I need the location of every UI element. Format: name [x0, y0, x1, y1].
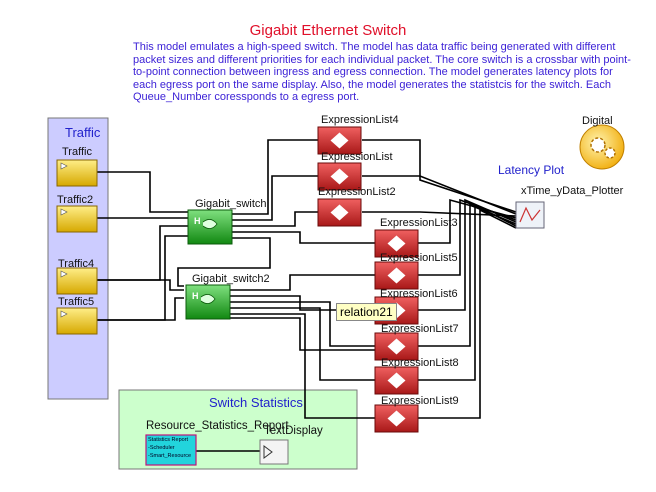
traffic-source-block[interactable] — [56, 205, 98, 233]
report-line: -Smart_Resource — [148, 453, 192, 459]
digital-director-icon[interactable] — [579, 124, 625, 170]
expression-list-label: ExpressionList2 — [318, 186, 396, 198]
plotter-block[interactable] — [515, 201, 545, 229]
svg-text:H: H — [194, 216, 201, 226]
relation-tooltip: relation21 — [336, 303, 397, 321]
display-label: TextDisplay — [264, 425, 323, 437]
expression-list-block[interactable] — [317, 126, 362, 155]
report-line: Statistics Report — [148, 437, 189, 443]
plotter-label: xTime_yData_Plotter — [521, 185, 624, 197]
expression-list-block[interactable] — [374, 261, 419, 290]
report-block[interactable] — [145, 434, 197, 466]
description-text: This model emulates a high-speed switch.… — [133, 41, 631, 103]
expression-list-block[interactable] — [317, 198, 362, 227]
latency-plot-label: Latency Plot — [498, 163, 565, 177]
wires — [97, 139, 517, 452]
traffic-source-label: Traffic — [62, 146, 92, 158]
report-line: -Scheduler — [148, 445, 175, 451]
traffic-source-block[interactable] — [56, 267, 98, 295]
stats-panel-label: Switch Statistics — [209, 395, 303, 410]
report-label: Resource_Statistics_Report — [146, 420, 289, 432]
text-display-block[interactable] — [259, 439, 289, 465]
expression-list-block[interactable] — [317, 162, 362, 191]
expression-list-label: ExpressionList3 — [380, 217, 458, 229]
switch-label: Gigabit_switch2 — [192, 273, 270, 285]
director-label: Digital — [582, 115, 613, 127]
switch-label: Gigabit_switch — [195, 198, 267, 210]
expression-list-block[interactable] — [374, 404, 419, 433]
expression-list-label: ExpressionList — [321, 151, 393, 163]
traffic-source-block[interactable] — [56, 307, 98, 335]
expression-list-label: ExpressionList4 — [321, 114, 399, 126]
expression-list-block[interactable] — [374, 366, 419, 395]
expression-list-label: ExpressionList7 — [381, 323, 459, 335]
traffic-source-label: Traffic2 — [57, 194, 94, 206]
page-title: Gigabit Ethernet Switch — [249, 22, 407, 39]
expression-list-label: ExpressionList8 — [381, 357, 459, 369]
switch-block[interactable]: H — [185, 284, 231, 320]
traffic-source-label: Traffic5 — [58, 296, 95, 308]
traffic-panel-label: Traffic — [65, 125, 101, 140]
expression-list-label: ExpressionList6 — [380, 288, 458, 300]
svg-text:H: H — [192, 291, 199, 301]
expression-list-label: ExpressionList5 — [380, 252, 458, 264]
expression-list-block[interactable] — [374, 229, 419, 258]
traffic-source-label: Traffic4 — [58, 258, 95, 270]
traffic-source-block[interactable] — [56, 159, 98, 187]
switch-block[interactable]: H — [187, 209, 233, 245]
expression-list-block[interactable] — [374, 332, 419, 361]
expression-list-label: ExpressionList9 — [381, 395, 459, 407]
